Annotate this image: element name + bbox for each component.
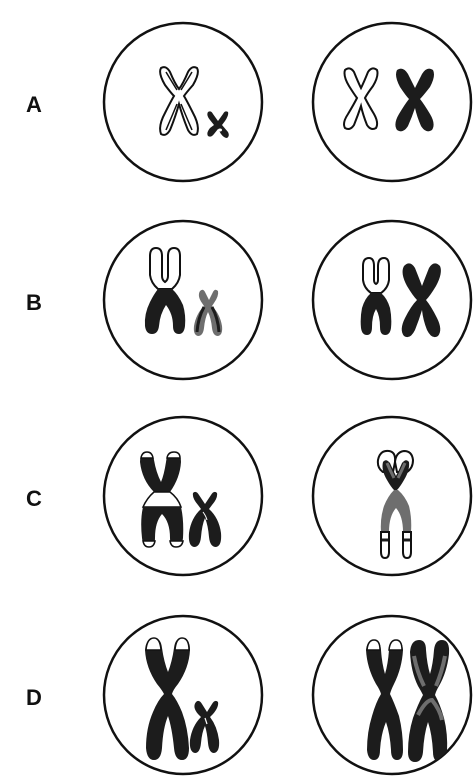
chromosome-mixed-banded: [376, 449, 415, 560]
cell-b-right: [311, 219, 473, 381]
chromosome-small-dark: [207, 111, 229, 138]
chromosome-large-banded: [140, 451, 184, 548]
chromosome-small-dark: [189, 700, 220, 753]
cell-d-right: [311, 614, 473, 776]
cell-c-right: [311, 415, 473, 577]
chromosome-dark-light-tips: [366, 639, 403, 760]
chromosome-gray-small: [193, 289, 223, 336]
chromosome-large-dark-light-tips: [145, 637, 190, 760]
chromosome-dark: [401, 263, 441, 338]
cell-circle: [311, 219, 473, 381]
cell-a-right: [311, 21, 473, 183]
cell-circle: [102, 415, 264, 577]
cell-circle: [102, 614, 264, 776]
chromosome-small-dark: [188, 491, 222, 547]
row-label-c: C: [26, 486, 42, 511]
chromosome-bicolor-light-top: [360, 256, 392, 335]
cell-d-left: [102, 614, 264, 776]
cell-a-left: [102, 21, 264, 183]
cell-circle: [311, 21, 473, 183]
chromosome-large-light: [159, 66, 199, 136]
chromosome-light: [343, 67, 379, 130]
cell-c-left: [102, 415, 264, 577]
cell-circle: [102, 219, 264, 381]
chromosome-dark: [395, 68, 434, 132]
chromosome-mixed-dark: [408, 640, 450, 762]
row-label-b: B: [26, 290, 42, 315]
cell-b-left: [102, 219, 264, 381]
row-label-a: A: [26, 92, 42, 117]
row-label-d: D: [26, 685, 42, 710]
chromosome-bicolor-light-top: [144, 246, 186, 334]
